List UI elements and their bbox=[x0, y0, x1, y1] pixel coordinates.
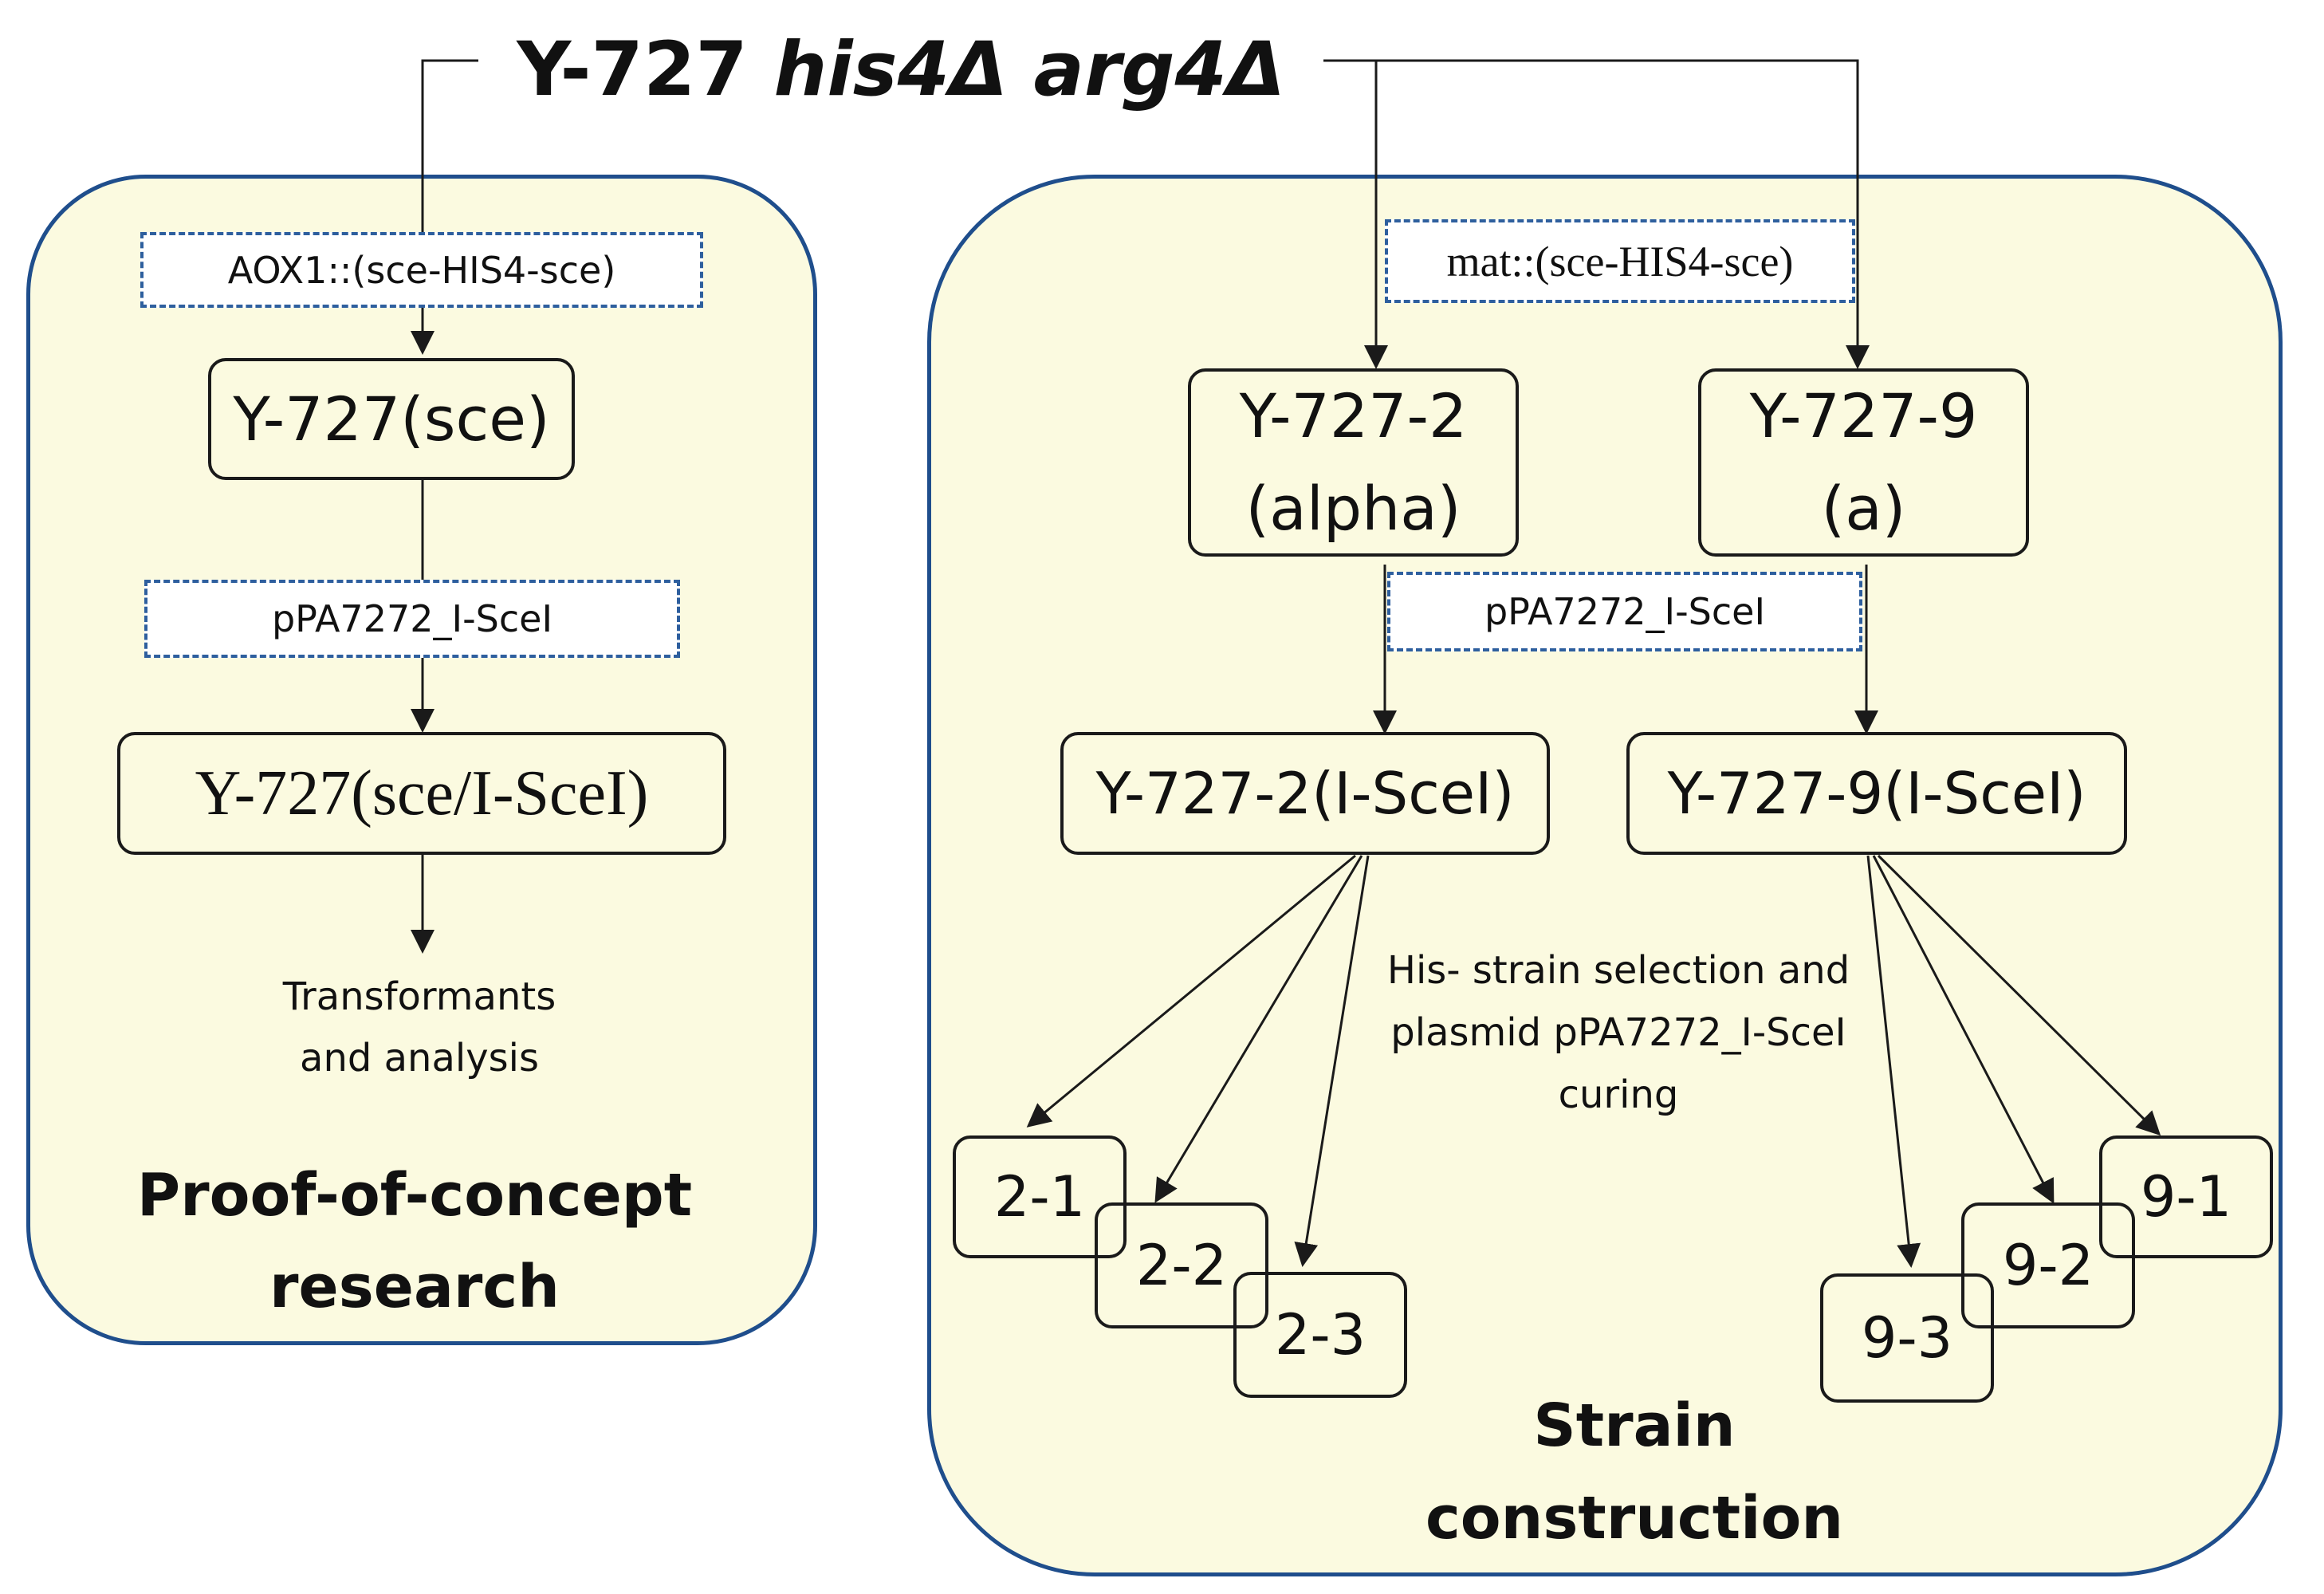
title-to-left-line bbox=[411, 59, 478, 355]
transformants-line2: and analysis bbox=[300, 1036, 539, 1080]
transformants-line1: Transformants bbox=[282, 974, 556, 1019]
arrow-to-2-1 bbox=[1026, 854, 1356, 1128]
selection-line1: His- strain selection and bbox=[1386, 948, 1850, 993]
strain-name: Y-727 bbox=[517, 26, 748, 113]
y727-2-line1: Y-727-2 bbox=[1239, 380, 1468, 451]
y727-9-box: Y-727-9 (a) bbox=[1698, 368, 2029, 557]
selection-line2: plasmid pPA7272_I-SceI bbox=[1390, 1010, 1846, 1055]
right-plasmid-text: pPA7272_I-SceI bbox=[1484, 590, 1766, 633]
aox1-cassette-text: AOX1::(sce-HIS4-sce) bbox=[227, 248, 616, 292]
strain-construction-panel bbox=[927, 175, 2283, 1576]
arrow-to-2-3 bbox=[1294, 855, 1370, 1267]
y727-sce-iscei-text: Y-727(sce/I-SceI) bbox=[195, 758, 649, 828]
strain-title: Y-727 his4Δ arg4Δ bbox=[478, 10, 1323, 129]
proof-title-line2: research bbox=[269, 1252, 560, 1321]
title-to-right-line bbox=[1323, 59, 1870, 369]
y727-2-iscei-text: Y-727-2(I-SceI) bbox=[1095, 759, 1515, 827]
strain-title-line1: Strain bbox=[1533, 1391, 1736, 1460]
derivative-9-3: 9-3 bbox=[1820, 1273, 1994, 1403]
derivative-2-3-label: 2-3 bbox=[1274, 1301, 1366, 1368]
arrow-to-9-1 bbox=[1877, 854, 2161, 1136]
y727-2-iscei-box: Y-727-2(I-SceI) bbox=[1060, 732, 1550, 855]
y727-9-line1: Y-727-9 bbox=[1749, 380, 1978, 451]
proof-of-concept-title: Proof-of-concept research bbox=[64, 1150, 765, 1332]
strain-title-line2: construction bbox=[1425, 1484, 1844, 1553]
derivative-2-3: 2-3 bbox=[1233, 1272, 1407, 1398]
left-plasmid-label: pPA7272_I-SceI bbox=[144, 580, 680, 658]
mat-cassette-text: mat::(sce-HIS4-sce) bbox=[1446, 237, 1794, 285]
y727-sce-text: Y-727(sce) bbox=[233, 383, 550, 455]
derivative-9-1: 9-1 bbox=[2099, 1135, 2273, 1258]
y727-sce-box: Y-727(sce) bbox=[208, 358, 575, 480]
y727-2-box: Y-727-2 (alpha) bbox=[1188, 368, 1519, 557]
derivative-2-2: 2-2 bbox=[1095, 1202, 1268, 1328]
derivative-9-2-label: 9-2 bbox=[2002, 1232, 2094, 1298]
proof-title-line1: Proof-of-concept bbox=[136, 1161, 693, 1230]
right-plasmid-label: pPA7272_I-SceI bbox=[1387, 572, 1862, 651]
arrow-to-2-2 bbox=[1154, 855, 1363, 1203]
y727-9-line2: (a) bbox=[1821, 473, 1906, 544]
y727-9-iscei-box: Y-727-9(I-SceI) bbox=[1626, 732, 2127, 855]
derivative-2-1-label: 2-1 bbox=[993, 1163, 1086, 1230]
derivative-2-2-label: 2-2 bbox=[1135, 1232, 1228, 1298]
strain-construction-title: Strain construction bbox=[1315, 1379, 1953, 1564]
y727-2-line2: (alpha) bbox=[1245, 473, 1461, 544]
derivative-9-2: 9-2 bbox=[1961, 1202, 2135, 1328]
y727-9-iscei-text: Y-727-9(I-SceI) bbox=[1667, 759, 2086, 827]
selection-note: His- strain selection and plasmid pPA727… bbox=[1347, 939, 1889, 1126]
transformants-text: Transformants and analysis bbox=[196, 966, 643, 1089]
derivative-9-1-label: 9-1 bbox=[2140, 1163, 2232, 1230]
derivative-9-3-label: 9-3 bbox=[1861, 1305, 1953, 1371]
mat-cassette-label: mat::(sce-HIS4-sce) bbox=[1385, 219, 1855, 303]
aox1-cassette-label: AOX1::(sce-HIS4-sce) bbox=[140, 232, 703, 308]
left-plasmid-text: pPA7272_I-SceI bbox=[271, 597, 553, 640]
y727-sce-iscei-box: Y-727(sce/I-SceI) bbox=[117, 732, 726, 855]
arrow-to-9-2 bbox=[1872, 855, 2055, 1204]
strain-genotype: his4Δ arg4Δ bbox=[773, 26, 1285, 113]
selection-line3: curing bbox=[1558, 1073, 1679, 1117]
arrow-to-9-3 bbox=[1866, 855, 1921, 1268]
